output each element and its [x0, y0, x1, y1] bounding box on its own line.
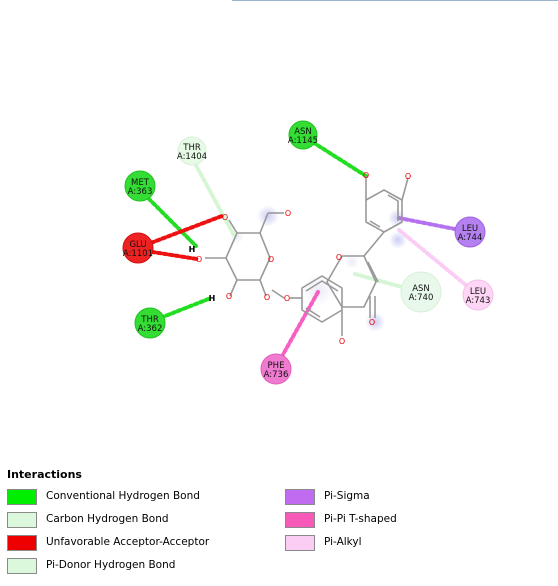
ring-a-inner1 [305, 280, 339, 292]
oh-bond-2 [401, 177, 409, 201]
ligand-skeleton [205, 176, 409, 336]
ch2-bond [259, 212, 269, 234]
residue-chain-id: A:1145 [288, 136, 318, 146]
residue-chain-id: A:743 [466, 296, 491, 306]
bond-thr1404 [190, 156, 237, 239]
residue-disc [260, 353, 292, 385]
ring-b-inner2 [369, 220, 381, 228]
atom-o-ring: O [268, 255, 274, 264]
atom-o-sugar1: O [222, 213, 228, 222]
atom-o-keto: O [369, 318, 375, 327]
residue-chain-id: A:362 [138, 324, 163, 334]
residue-name: MET [131, 178, 150, 188]
residue-disc [462, 279, 494, 311]
bond-glu-o1 [138, 214, 224, 249]
halo-group [230, 205, 407, 332]
atom-h-sugar2: H [189, 245, 196, 254]
residue-name: LEU [470, 287, 486, 297]
legend-swatch [285, 535, 315, 551]
residue-name: ASN [412, 284, 430, 294]
legend-label: Unfavorable Acceptor-Acceptor [46, 536, 210, 548]
ether-bond-b [271, 289, 285, 299]
residue-chain-id: A:1404 [177, 152, 207, 162]
residue-disc [288, 120, 318, 150]
residue-name: LEU [462, 224, 478, 234]
legend-label: Conventional Hydrogen Bond [46, 490, 200, 502]
residue-name: ASN [294, 127, 312, 137]
legend-label: Pi-Alkyl [324, 536, 362, 548]
residue-name: THR [182, 143, 201, 153]
legend-swatch [285, 489, 315, 505]
legend-label: Pi-Pi T-shaped [324, 513, 397, 525]
ring-c-double [367, 261, 379, 283]
atom-o-ether: O [284, 294, 290, 303]
sugar-oh3-bond [229, 279, 238, 297]
ring-b-inner1 [387, 194, 399, 221]
sugar-oh1-bond [228, 219, 238, 234]
residue-disc [122, 232, 154, 264]
atom-h-sugar3: H [209, 294, 216, 303]
legend-swatch [7, 512, 37, 528]
atom-labels: O O O O H O H O O O O O O O [189, 171, 412, 346]
bond-phe736 [274, 290, 320, 369]
bond-met363 [138, 188, 198, 248]
top-divider [232, 0, 558, 1]
legend-swatch [7, 489, 37, 505]
legend-label: Pi-Donor Hydrogen Bond [46, 559, 176, 571]
residue-disc [124, 170, 156, 202]
residue-disc [134, 307, 166, 339]
legend-title: Interactions [7, 468, 82, 481]
residue-disc [177, 136, 207, 166]
residue-chain-id: A:363 [128, 187, 153, 197]
legend-swatch [7, 535, 37, 551]
ring-a-inner2 [305, 307, 321, 318]
residue-name: PHE [268, 361, 285, 371]
halo-c3 [345, 255, 359, 269]
residue-name: THR [140, 315, 159, 325]
legend-swatch [7, 558, 37, 574]
interaction-diagram: O O O O H O H O O O O O O O ASNA:1145THR… [122, 120, 494, 385]
residue-chain-id: A:744 [458, 233, 483, 243]
link-b-c [363, 231, 385, 257]
atom-o-hydroxy5: O [339, 337, 345, 346]
legend-label: Pi-Sigma [324, 490, 370, 502]
atom-o-phenol1: O [363, 171, 369, 180]
halo-ch2 [257, 205, 279, 227]
atom-o-phenol2: O [405, 172, 411, 181]
residue-chain-id: A:740 [409, 293, 434, 303]
residue-name: GLU [129, 240, 146, 250]
residue-group: ASNA:1145THRA:1404META:363GLUA:1101THRA:… [122, 120, 494, 385]
ring-a [301, 275, 343, 323]
atom-o-sugar3: O [226, 292, 232, 301]
atom-o-ch2: O [285, 209, 291, 218]
legend-label: Carbon Hydrogen Bond [46, 513, 169, 525]
legend-swatch [285, 512, 315, 528]
atom-o-glyco: O [264, 293, 270, 302]
residue-chain-id: A:736 [264, 370, 289, 380]
atom-o-sugar2: O [196, 255, 202, 264]
glyco-bond [259, 279, 267, 297]
halo-ring-b-bottom [389, 231, 407, 249]
residue-disc [400, 271, 442, 313]
atom-o-pyran: O [336, 253, 342, 262]
bond-leu743 [397, 228, 480, 297]
residue-chain-id: A:1101 [123, 249, 153, 259]
residue-disc [454, 216, 486, 248]
